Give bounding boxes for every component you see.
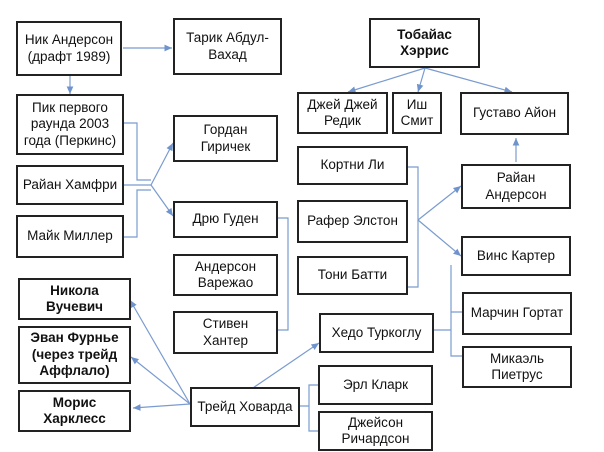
node-ryan-anderson: Райан Андерсон: [461, 164, 571, 209]
link-howard-harkless: [132, 403, 191, 411]
node-label: Джей Джей Редик: [307, 96, 378, 128]
node-rafer-alston: Рафер Элстон: [297, 200, 408, 243]
node-harkless: Морис Харклесс: [18, 390, 131, 432]
node-hunter: Стивен Хантер: [173, 311, 278, 354]
node-howard-trade: Трейд Ховарда: [190, 387, 300, 427]
node-earl-clark: Эрл Кларк: [318, 365, 433, 405]
link-harris-smith: [416, 67, 426, 93]
node-label: Дрю Гуден: [192, 211, 259, 227]
node-nick-anderson: Ник Андерсон (драфт 1989): [16, 21, 122, 76]
node-label: Трейд Ховарда: [197, 398, 293, 414]
link-harris-redick: [347, 67, 426, 93]
node-gortat: Марчин Гортат: [462, 292, 572, 335]
node-turkoglu: Хедо Туркоглу: [319, 313, 434, 353]
node-redick: Джей Джей Редик: [297, 92, 388, 134]
node-jason-richardson: Джейсон Ричардсон: [318, 411, 433, 451]
node-label: Андерсон Варежао: [194, 258, 257, 290]
node-fournier: Эван Фурнье (через трейд Аффлало): [18, 326, 131, 384]
node-mike-miller: Майк Миллер: [16, 215, 124, 258]
brace-clark-richardson: [300, 384, 318, 432]
node-label: Тобайас Хэррис: [397, 26, 452, 58]
link-harris-ayon: [424, 67, 513, 94]
node-tony-battie: Тони Батти: [297, 256, 408, 295]
node-vince-carter: Винс Картер: [461, 236, 571, 276]
node-label: Иш Смит: [400, 96, 434, 128]
node-label: Гордан Гиричек: [200, 122, 251, 154]
node-smith: Иш Смит: [392, 92, 442, 134]
node-label: Пик первого раунда 2003 года (Перкинс): [23, 99, 117, 148]
node-ryan-humphrey: Райан Хамфри: [16, 165, 124, 205]
node-label: Морис Харклесс: [43, 394, 106, 426]
node-label: Рафер Элстон: [307, 213, 398, 229]
node-label: Тарик Абдул- Вахад: [186, 30, 269, 62]
node-label: Стивен Хантер: [202, 316, 249, 348]
node-label: Ник Андерсон (драфт 1989): [24, 32, 114, 64]
brace-lee-battie: [408, 166, 419, 288]
node-label: Джейсон Ричардсон: [341, 414, 410, 446]
node-label: Кортни Ли: [320, 157, 385, 173]
node-label: Эван Фурнье (через трейд Аффлало): [30, 330, 119, 379]
link-group-giricek: [150, 142, 174, 186]
node-varejao: Андерсон Варежао: [173, 254, 278, 296]
node-label: Марчин Гортат: [470, 305, 564, 321]
node-label: Никола Вучевич: [45, 282, 104, 314]
link-group-randerson: [417, 185, 462, 221]
node-courtney-lee: Кортни Ли: [297, 146, 408, 185]
node-pietrus: Микаэль Пиетрус: [462, 346, 572, 388]
node-gooden: Дрю Гуден: [173, 201, 278, 238]
node-label: Микаэль Пиетрус: [490, 350, 544, 382]
node-label: Майк Миллер: [27, 228, 113, 244]
node-ayon: Густаво Айон: [460, 92, 569, 135]
node-abdul-wahad: Тарик Абдул- Вахад: [173, 18, 282, 75]
node-label: Райан Хамфри: [22, 176, 118, 192]
brace-gooden-hunter: [278, 217, 289, 331]
node-label: Густаво Айон: [472, 105, 557, 121]
node-label: Винс Картер: [476, 247, 556, 263]
node-label: Райан Андерсон: [485, 170, 547, 202]
node-vucevic: Никола Вучевич: [18, 278, 131, 320]
link-howard-turkoglu: [249, 342, 320, 391]
node-giricek: Гордан Гиричек: [173, 115, 278, 162]
node-label: Тони Батти: [317, 267, 388, 283]
node-tobias-harris: Тобайас Хэррис: [369, 18, 480, 68]
node-pick-2003: Пик первого раунда 2003 года (Перкинс): [16, 94, 124, 155]
link-group-carter: [417, 219, 462, 257]
brace-carter-group: [434, 265, 462, 357]
brace-left-group: [124, 122, 151, 238]
node-label: Эрл Кларк: [342, 376, 409, 392]
link-howard-vucevic: [129, 299, 191, 405]
link-howard-fournier: [130, 356, 191, 405]
node-label: Хедо Туркоглу: [331, 324, 422, 340]
link-group-gooden: [150, 184, 174, 217]
